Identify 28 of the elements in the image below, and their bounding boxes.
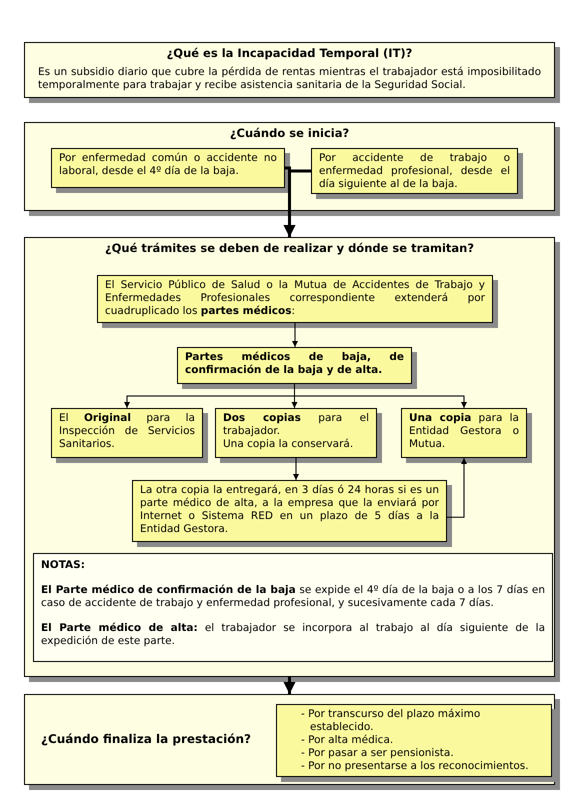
body-text: Es un subsidio diario que cubre la pérdida de rentas mientras el trabajador está imposibilitado temporalmente para trabajar y recibe asistencia sanitaria de la Seguridad Social. bbox=[38, 66, 541, 92]
list-item: - Por pasar a ser pensionista. bbox=[300, 747, 455, 760]
arrow bbox=[292, 322, 298, 348]
body-text: El Original para la Inspección de Servicios Sanitarios. bbox=[59, 412, 195, 451]
section-heading: ¿Cuándo se inicia? bbox=[228, 127, 350, 140]
arrow bbox=[446, 458, 467, 518]
body-text: Por enfermedad común o accidente no laboral, desde el 4º día de la baja. bbox=[59, 152, 277, 178]
section-heading: ¿Qué trámites se deben de realizar y dónde se tramitan? bbox=[104, 242, 476, 255]
body-text: La otra copia la entregará, en 3 días ó 24 horas si es un parte médico de alta, a la empresa que la enviará por Internet o Sistema RED en un plazo de 5 días a la Entidad Gestora. bbox=[140, 484, 439, 536]
notes-heading: NOTAS: bbox=[41, 559, 86, 572]
list-item: - Por alta médica. bbox=[300, 734, 394, 747]
body-text: El Parte médico de confirmación de la baja se expide el 4º día de la baja o a los 7 días en caso de accidente de trabajo y enfermedad profesional, y sucesivamente cada 7 días. bbox=[41, 584, 545, 610]
list-item: - Por no presentarse a los reconocimientos. bbox=[300, 760, 530, 773]
section-heading: ¿Qué es la Incapacidad Temporal (IT)? bbox=[166, 47, 414, 60]
arrow bbox=[294, 384, 467, 408]
list-item: - Por transcurso del plazo máximo establecido. bbox=[300, 708, 482, 734]
body-text: Dos copias para el trabajador. bbox=[223, 412, 369, 438]
arrow bbox=[293, 458, 299, 480]
body-text: Una copia la conservará. bbox=[223, 438, 354, 451]
body-text: Por accidente de trabajo o enfermedad profesional, desde el día siguiente al de la baja. bbox=[319, 152, 510, 191]
body-text: El Servicio Público de Salud o la Mutua de Accidentes de Trabajo y Enfermedades Profesionales correspondiente extenderá por cuadruplicado los partes médicos: bbox=[105, 279, 485, 318]
arrow bbox=[284, 170, 311, 237]
body-text: Partes médicos de baja, de confirmación de la baja y de alta. bbox=[185, 351, 404, 377]
section-heading: ¿Cuándo finaliza la prestación? bbox=[41, 733, 251, 746]
arrow bbox=[284, 677, 296, 694]
body-text: El Parte médico de alta: el trabajador se incorpora al trabajo al día siguiente de la expedición de este parte. bbox=[41, 622, 545, 648]
notes-box bbox=[33, 553, 553, 662]
body-text: Una copia para la Entidad Gestora o Mutua. bbox=[409, 412, 519, 451]
